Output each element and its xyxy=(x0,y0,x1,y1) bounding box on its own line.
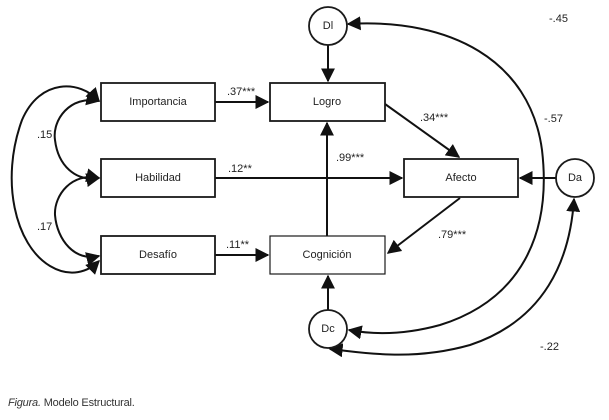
coef-desafio-cognicion: .11** xyxy=(226,239,250,251)
path-logro-afecto xyxy=(384,103,461,158)
node-logro-label: Logro xyxy=(313,96,341,108)
correlation-importancia-desafio xyxy=(10,85,100,275)
disturbance-dl-label: Dl xyxy=(323,20,333,32)
node-importancia: Importancia xyxy=(100,82,216,122)
node-desafio: Desafío xyxy=(100,235,216,275)
node-afecto-label: Afecto xyxy=(445,172,476,184)
coef-afecto-cognicion: .79*** xyxy=(438,229,467,241)
path-afecto-cognicion xyxy=(386,197,461,254)
correlation-da-dc xyxy=(328,197,581,358)
disturbance-dc: Dc xyxy=(308,309,348,349)
node-afecto: Afecto xyxy=(403,158,519,198)
figure-caption: Figura. Modelo Estructural. xyxy=(8,397,135,409)
corr-dl-dc: -.45 xyxy=(549,13,568,25)
node-habilidad: Habilidad xyxy=(100,158,216,198)
figure-caption-label: Figura. xyxy=(8,397,41,409)
node-importancia-label: Importancia xyxy=(129,96,187,108)
disturbance-da: Da xyxy=(555,158,595,198)
node-logro: Logro xyxy=(269,82,386,122)
corr-da-dc: -.22 xyxy=(540,341,559,353)
coef-logro-afecto: .34*** xyxy=(420,112,449,124)
corr-habilidad-desafio: .17 xyxy=(37,221,52,233)
node-habilidad-label: Habilidad xyxy=(135,172,181,184)
correlation-habilidad-desafio xyxy=(53,168,101,266)
correlation-importancia-habilidad xyxy=(53,91,101,187)
coef-cognicion-logro: .99*** xyxy=(336,152,365,164)
disturbance-dl: Dl xyxy=(308,6,348,46)
corr-dl-da: -.57 xyxy=(544,113,563,125)
node-cognicion: Cognición xyxy=(269,235,386,275)
coef-importancia-logro: .37*** xyxy=(227,86,256,98)
node-desafio-label: Desafío xyxy=(139,249,177,261)
node-cognicion-label: Cognición xyxy=(303,249,352,261)
disturbance-dc-label: Dc xyxy=(321,323,335,335)
coef-habilidad-afecto: .12** xyxy=(228,163,253,175)
figure-caption-text: Modelo Estructural. xyxy=(40,397,135,409)
disturbance-da-label: Da xyxy=(568,172,583,184)
corr-importancia-habilidad: .15 xyxy=(37,129,52,141)
